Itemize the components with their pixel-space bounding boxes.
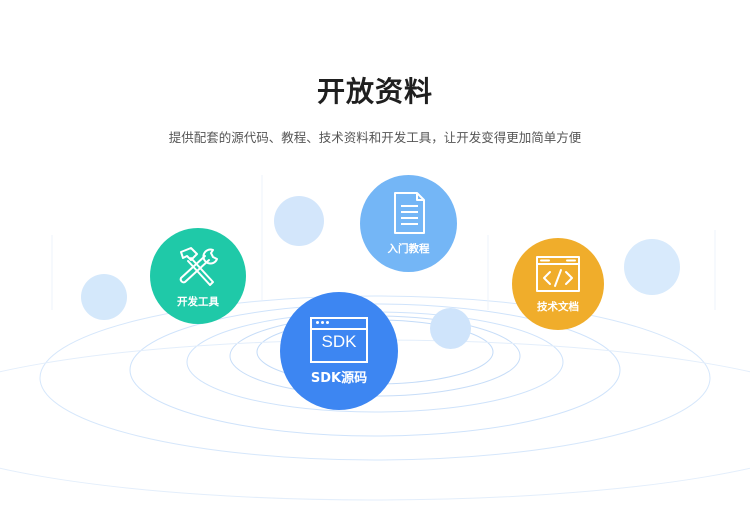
page-title: 开放资料 (316, 75, 433, 108)
tools-label: 开发工具 (177, 295, 219, 308)
tutorial-card[interactable]: 入门教程 (360, 175, 457, 272)
sdk-icon-text: SDK (321, 331, 357, 351)
decor-bubble (81, 274, 127, 320)
docs-label: 技术文档 (537, 300, 579, 313)
sdk-card[interactable]: SDK SDK源码 (280, 292, 398, 410)
wrench-hammer-icon (179, 246, 218, 286)
page-subtitle: 提供配套的源代码、教程、技术资料和开发工具，让开发变得更加简单方便 (168, 130, 582, 145)
sdk-window-icon: SDK (310, 316, 368, 363)
code-window-icon (536, 255, 580, 292)
tutorial-label: 入门教程 (387, 243, 430, 255)
tools-card[interactable]: 开发工具 (150, 228, 246, 324)
document-icon (393, 192, 425, 234)
docs-card[interactable]: 技术文档 (512, 238, 604, 330)
decor-bubble (624, 239, 680, 295)
sdk-label: SDK源码 (310, 370, 368, 386)
decor-bubble (430, 308, 471, 349)
decor-bubble (274, 196, 324, 246)
